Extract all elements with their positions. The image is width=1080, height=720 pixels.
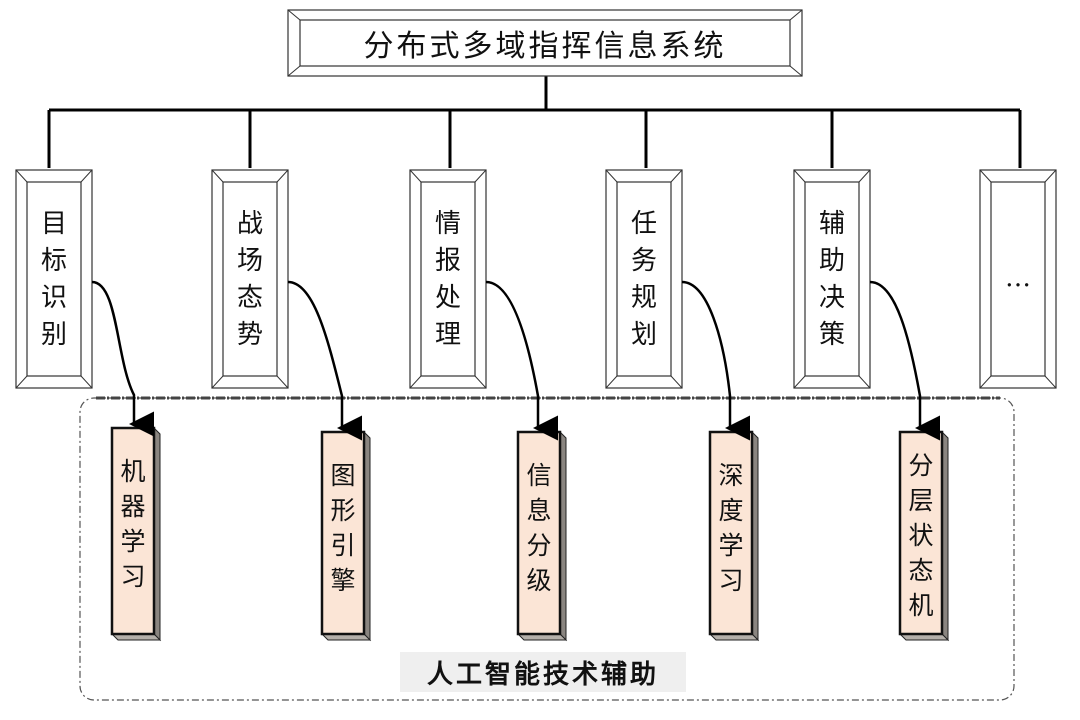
label-char: 深: [718, 461, 744, 490]
module-frame-target: [15, 169, 93, 389]
technique-label-graph: 图形引擎: [322, 458, 364, 598]
label-char: 习: [718, 566, 744, 595]
label-char: 学: [120, 527, 146, 556]
label-char: 状: [908, 521, 934, 550]
label-char: 务: [630, 246, 657, 276]
bar-shape-hsm: [898, 430, 950, 642]
technique-label-dl: 深度学习: [710, 458, 752, 598]
label-char: 分: [526, 531, 552, 560]
label-char: 机: [908, 591, 934, 620]
module-label-battlefield: 战场态势: [212, 206, 288, 354]
label-char: 擎: [330, 566, 356, 595]
label-char: 分: [908, 451, 934, 480]
label-char: 态: [908, 556, 934, 585]
label-char: 级: [526, 566, 552, 595]
bar-shape-info: [516, 430, 568, 642]
label-char: 划: [630, 320, 657, 350]
bar-shape-dl: [708, 430, 760, 642]
module-mission: 任务规划: [606, 168, 682, 388]
label-char: 决: [818, 283, 845, 313]
module-more: …: [980, 168, 1056, 388]
technique-label-ml: 机器学习: [112, 454, 154, 594]
system-title-box: 分布式多域指挥信息系统: [288, 10, 802, 76]
module-label-intel: 情报处理: [410, 206, 486, 354]
module-battlefield: 战场态势: [212, 168, 288, 388]
module-label-target: 目标识别: [16, 206, 92, 354]
technique-dl: 深度学习: [710, 432, 752, 634]
title-box-frame: [287, 9, 803, 77]
bar-shape-ml: [110, 426, 162, 642]
label-char: 形: [330, 496, 356, 525]
label-char: 辅: [818, 209, 845, 239]
label-char: 战: [236, 209, 263, 239]
label-char: 息: [526, 496, 552, 525]
technique-hsm: 分层状态机: [900, 432, 942, 634]
system-title: 分布式多域指挥信息系统: [363, 29, 727, 64]
label-char: 理: [434, 320, 461, 350]
module-decision: 辅助决策: [794, 168, 870, 388]
label-char: 标: [40, 246, 67, 276]
module-target: 目标识别: [16, 168, 92, 388]
label-char: 规: [630, 283, 657, 313]
label-char: 态: [236, 283, 263, 313]
label-char: 器: [120, 492, 146, 521]
label-char: 信: [526, 461, 552, 490]
arrow-target-to-ml: [91, 280, 154, 437]
label-char: 识: [40, 283, 67, 313]
module-intel: 情报处理: [410, 168, 486, 388]
technique-info: 信息分级: [518, 432, 560, 634]
module-label-more: …: [1005, 263, 1031, 293]
label-char: 引: [330, 531, 356, 560]
technique-label-info: 信息分级: [518, 458, 560, 598]
label-char: 机: [120, 457, 146, 486]
label-char: 任: [630, 209, 657, 239]
arrow-mission-to-dl: [681, 280, 750, 441]
label-char: 别: [40, 320, 67, 350]
technique-label-hsm: 分层状态机: [900, 448, 942, 623]
label-char: 目: [40, 209, 67, 239]
label-char: 学: [718, 531, 744, 560]
label-char: 报: [434, 246, 461, 276]
label-char: 场: [236, 246, 263, 276]
label-char: 图: [330, 461, 356, 490]
module-frame-intel: [409, 169, 487, 389]
ai-group-label: 人工智能技术辅助: [400, 652, 686, 692]
technique-graph: 图形引擎: [322, 432, 364, 634]
arrow-intel-to-info: [485, 280, 558, 441]
label-char: 度: [718, 496, 744, 525]
module-label-decision: 辅助决策: [794, 206, 870, 354]
label-char: 处: [434, 283, 461, 313]
label-char: 情: [434, 209, 461, 239]
arrow-decision-to-hsm: [869, 280, 940, 441]
module-frame-mission: [605, 169, 683, 389]
module-frame-decision: [793, 169, 871, 389]
label-char: 策: [818, 320, 845, 350]
label-char: 势: [236, 320, 263, 350]
label-char: 习: [120, 562, 146, 591]
technique-ml: 机器学习: [112, 428, 154, 634]
arrow-battlefield-to-graph: [287, 280, 362, 441]
bar-shape-graph: [320, 430, 372, 642]
module-label-mission: 任务规划: [606, 206, 682, 354]
label-char: 助: [818, 246, 845, 276]
module-frame-more: [979, 169, 1057, 389]
label-char: 层: [908, 486, 934, 515]
module-frame-battlefield: [211, 169, 289, 389]
